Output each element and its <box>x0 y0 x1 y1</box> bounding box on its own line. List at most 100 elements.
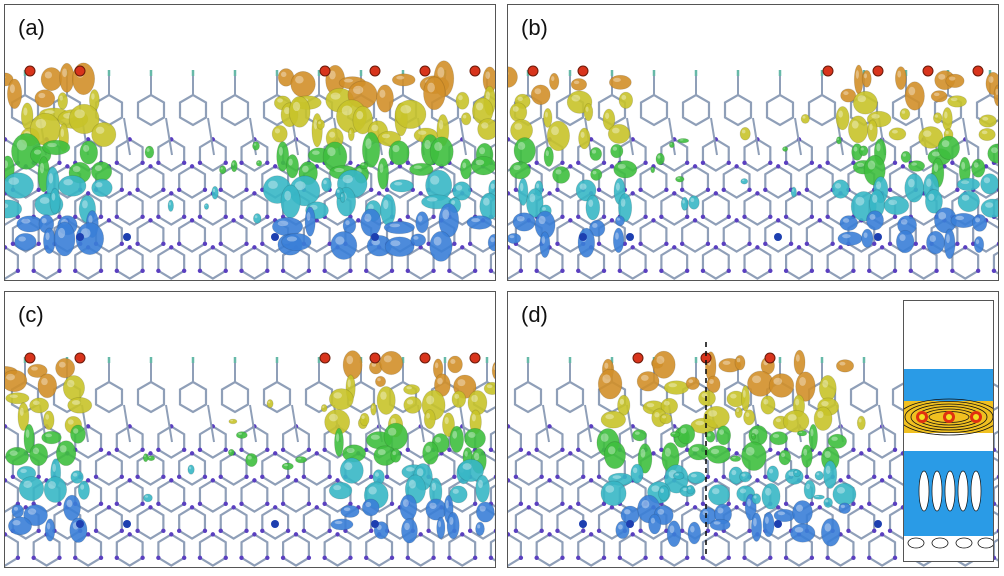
isosurface-highlight <box>486 384 493 389</box>
edge-ring <box>555 380 585 414</box>
isosurface-lobe <box>597 368 623 400</box>
isosurface-highlight <box>71 400 81 405</box>
isosurface-lobe <box>707 484 730 506</box>
isosurface-lobe <box>866 210 884 231</box>
edge-ring <box>723 93 753 127</box>
isosurface-highlight <box>641 500 650 509</box>
atom <box>114 268 120 274</box>
isosurface-lobe <box>729 455 742 462</box>
isosurface-lobe <box>311 112 323 148</box>
isosurface-lobe <box>70 424 86 444</box>
isosurface-highlight <box>941 140 950 148</box>
isosurface-highlight <box>230 419 234 422</box>
atom <box>93 528 99 534</box>
isosurface-lobe <box>677 138 690 144</box>
isosurface-lobe <box>211 185 219 200</box>
oxygen-atom <box>419 65 431 77</box>
isosurface-highlight <box>753 495 757 499</box>
atom <box>322 447 327 453</box>
atom <box>369 474 374 480</box>
bond-ring <box>508 533 522 567</box>
isosurface-lobe <box>508 232 522 244</box>
atom <box>57 268 62 274</box>
isosurface-lobe <box>734 406 743 419</box>
atom <box>348 555 353 561</box>
isosurface-lobe <box>666 520 682 548</box>
atom <box>189 505 195 510</box>
atom <box>265 160 270 166</box>
isosurface-lobe <box>423 76 446 111</box>
isosurface-highlight <box>747 498 751 507</box>
isosurface-lobe <box>827 433 848 449</box>
isosurface-highlight <box>188 466 192 470</box>
atom <box>867 268 872 274</box>
isosurface-highlight <box>336 433 340 442</box>
atom <box>867 501 872 507</box>
isosurface-highlight <box>442 209 450 220</box>
isosurface-highlight <box>773 377 783 385</box>
charge-density-isosurfaces <box>5 60 495 262</box>
atom <box>127 245 132 250</box>
isosurface-lobe <box>705 430 716 443</box>
atom <box>664 187 669 193</box>
isosurface-lobe <box>266 399 274 409</box>
isosurface-lobe <box>751 493 762 505</box>
isosurface-lobe <box>475 474 490 503</box>
isosurface-lobe <box>384 236 415 257</box>
isosurface-lobe <box>894 66 907 91</box>
bond-ring <box>157 138 186 172</box>
atom <box>622 241 628 247</box>
atom <box>176 187 182 193</box>
isosurface-highlight <box>16 139 28 151</box>
atom <box>742 555 747 561</box>
bond-ring <box>660 246 689 280</box>
atom <box>659 447 664 453</box>
isosurface-highlight <box>961 194 970 201</box>
isosurface-lobe <box>795 371 816 402</box>
atom <box>576 214 581 220</box>
atom <box>140 160 145 166</box>
bond-ring <box>556 506 585 540</box>
isosurface-lobe <box>281 232 312 251</box>
atom <box>560 501 565 507</box>
isosurface-highlight <box>148 456 152 459</box>
bond-ring <box>618 533 647 567</box>
isosurface-lobe <box>814 470 824 481</box>
isosurface-highlight <box>27 508 37 515</box>
atom <box>713 532 719 537</box>
isosurface-highlight <box>691 446 700 452</box>
isosurface-highlight <box>600 433 609 442</box>
atom <box>405 214 411 220</box>
atom <box>140 268 145 274</box>
isosurface-highlight <box>63 179 73 186</box>
atom <box>804 474 810 480</box>
atom <box>747 241 752 247</box>
isosurface-lobe <box>709 518 731 531</box>
atom <box>447 447 452 453</box>
atom <box>596 187 602 193</box>
isosurface-lobe <box>328 481 353 500</box>
bond-ring <box>930 219 959 253</box>
isosurface-lobe <box>457 458 484 483</box>
atom <box>85 137 91 142</box>
bond-ring <box>198 138 227 172</box>
isosurface-highlight <box>62 68 68 78</box>
atom <box>189 164 195 169</box>
bond-ring <box>508 246 522 280</box>
bottom-atom <box>579 520 587 528</box>
isosurface-highlight <box>306 212 311 221</box>
isosurface-lobe <box>904 81 925 111</box>
isosurface-highlight <box>901 110 906 114</box>
isosurface-highlight <box>277 220 289 227</box>
isosurface-highlight <box>468 431 476 438</box>
atom <box>534 268 539 274</box>
bond-ring <box>157 192 186 226</box>
bond-ring <box>701 533 730 567</box>
isosurface-lobe <box>800 113 810 124</box>
isosurface-highlight <box>72 472 78 477</box>
atom <box>148 164 153 169</box>
isosurface-lobe <box>14 232 37 251</box>
isosurface-highlight <box>32 447 40 455</box>
bond-ring <box>219 165 248 199</box>
isosurface-lobe <box>978 114 997 128</box>
